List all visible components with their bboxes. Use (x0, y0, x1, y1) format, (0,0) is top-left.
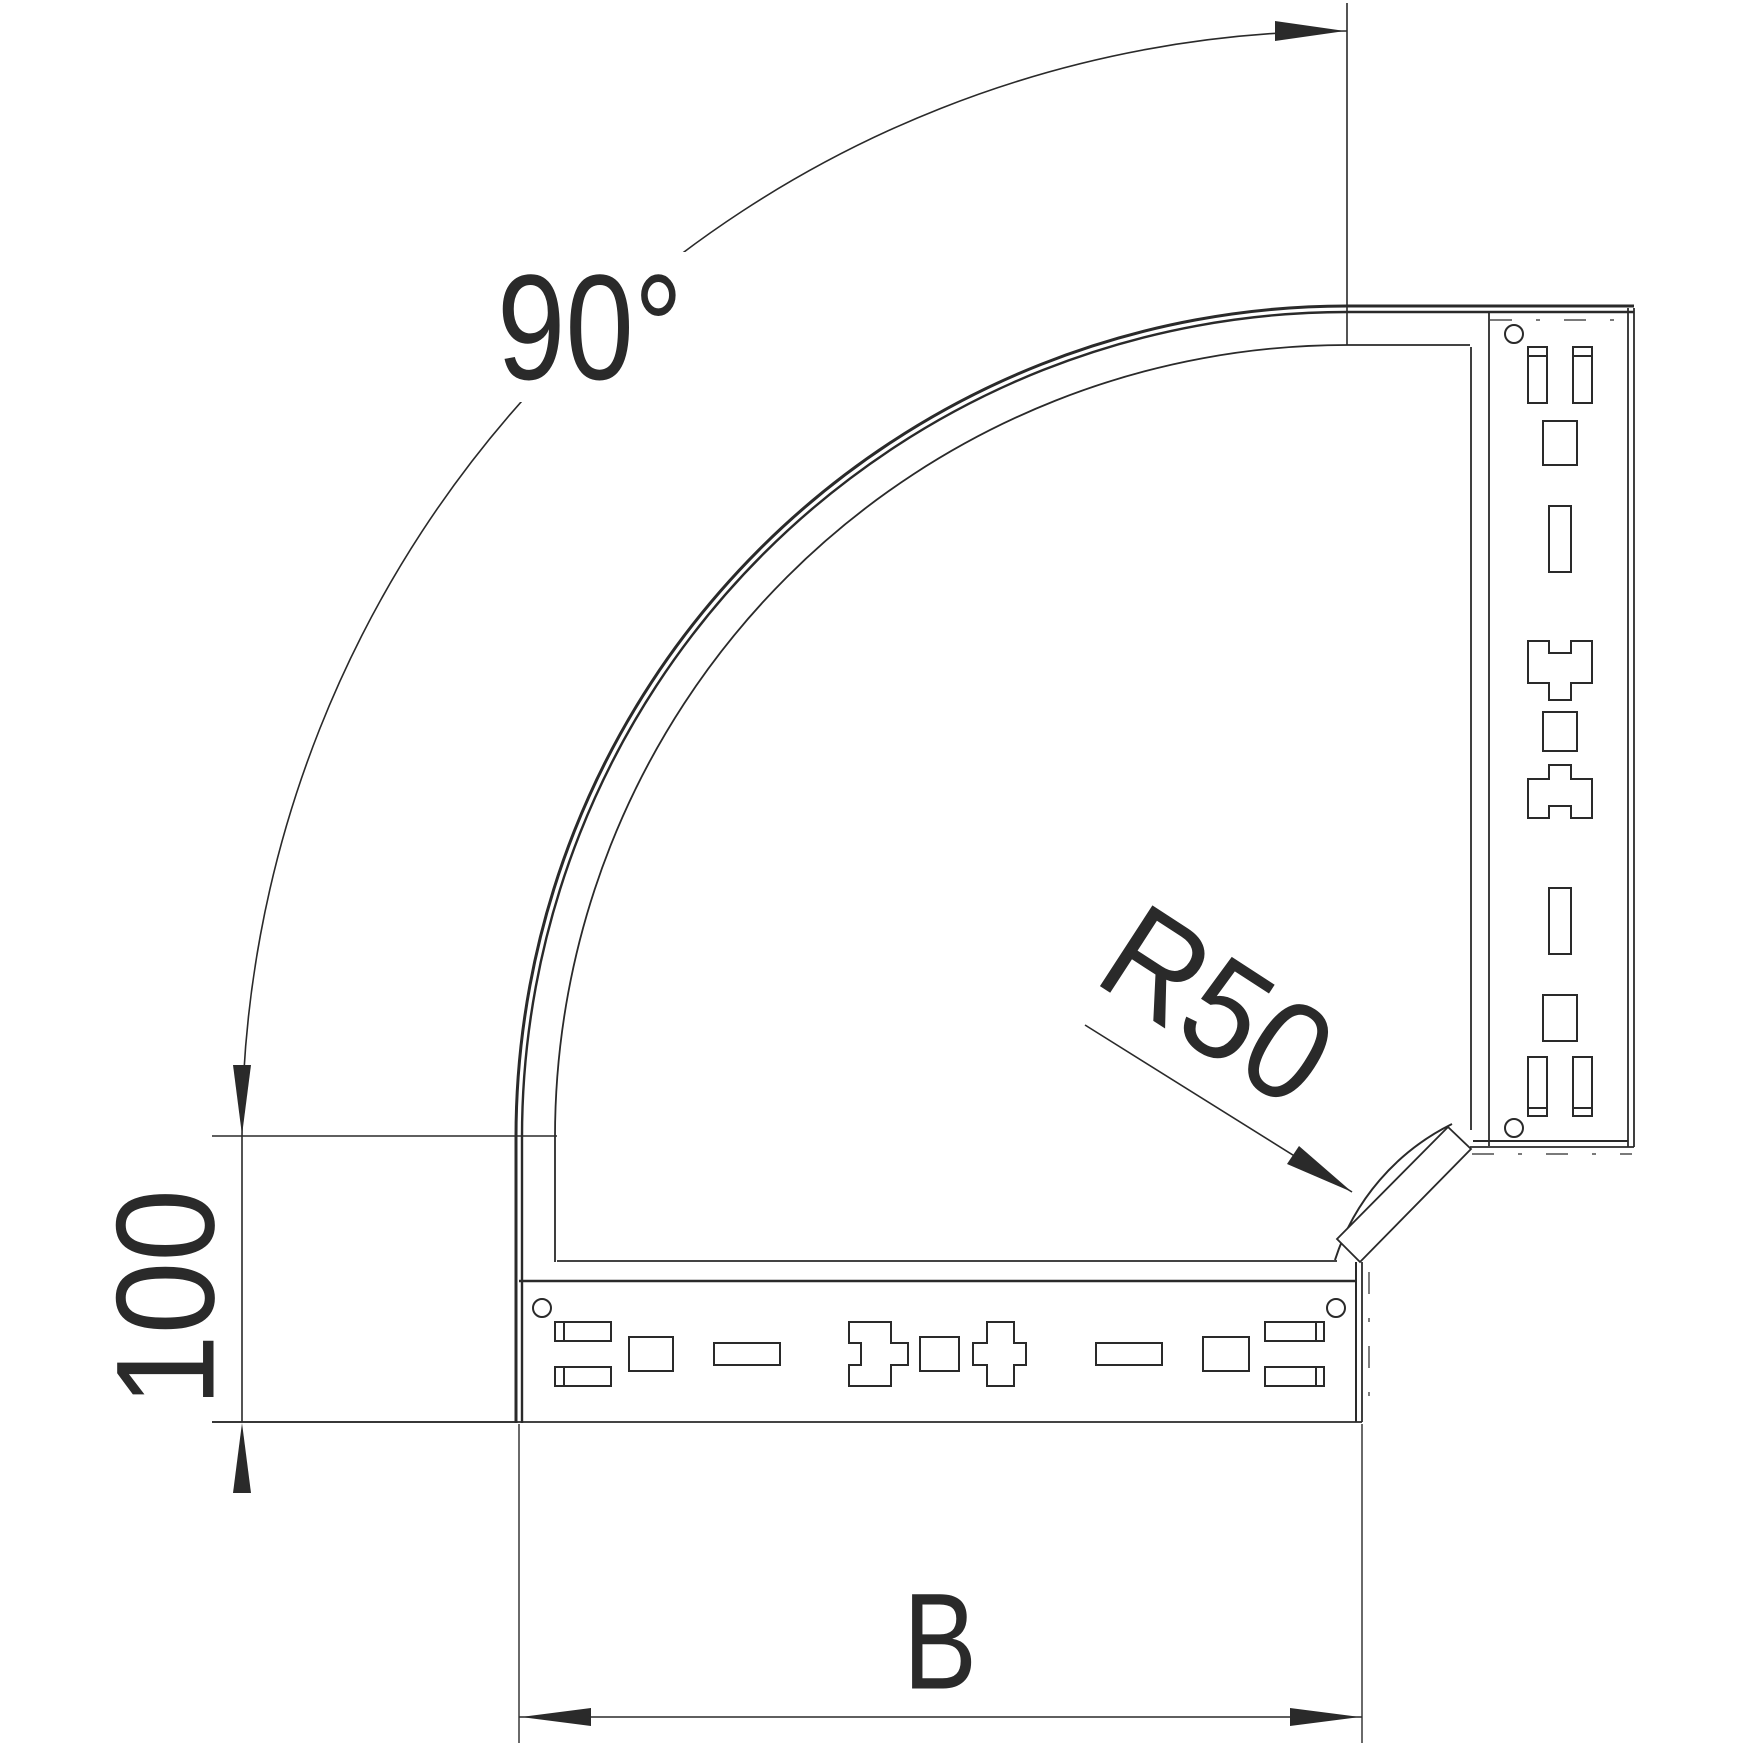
width-label: B (903, 1566, 977, 1719)
t-cutout (848, 1321, 909, 1387)
square-hole (1542, 420, 1578, 466)
outer-edge-line (514, 304, 1634, 1423)
slot (1264, 1321, 1325, 1342)
t-cutout (1527, 640, 1593, 701)
radius-label: R50 (1075, 874, 1362, 1136)
bottom-rail-perforations (532, 1298, 1346, 1387)
square-hole (628, 1336, 674, 1372)
outer-flange-contour (554, 344, 1470, 1262)
square-hole (1542, 711, 1578, 752)
slot (1572, 346, 1593, 404)
tray-body (212, 304, 1635, 1423)
long-slot (713, 1342, 781, 1366)
arrowhead-angle-bottom-icon (233, 1065, 251, 1135)
slot (1264, 1366, 1325, 1387)
slot (1572, 1056, 1593, 1117)
angle-label-mask (478, 252, 704, 402)
slot (1527, 346, 1548, 404)
long-slot (1548, 505, 1572, 573)
right-rail (1470, 308, 1635, 1155)
round-hole (1504, 324, 1524, 344)
arrowhead-radius-icon (1287, 1146, 1352, 1192)
stub-label: 100 (87, 1189, 244, 1407)
t-cutout (972, 1321, 1027, 1387)
slot (554, 1321, 612, 1342)
arrowhead-width-right-icon (1290, 1708, 1360, 1726)
bottom-rail (212, 1262, 1370, 1423)
long-slot (1095, 1342, 1163, 1366)
angle-label: 90° (497, 243, 683, 411)
square-hole (1202, 1336, 1250, 1372)
square-hole (1542, 994, 1578, 1042)
dimension-layer (212, 3, 1363, 1743)
round-hole (1326, 1298, 1346, 1318)
slot (554, 1366, 612, 1387)
long-slot (1548, 887, 1572, 955)
slot (1527, 1056, 1548, 1117)
round-hole (532, 1298, 552, 1318)
t-cutout (1527, 764, 1593, 819)
outer-edge-inner-line (520, 310, 1634, 1423)
arrowhead-angle-top-icon (1275, 21, 1345, 41)
arrowhead-width-left-icon (521, 1708, 591, 1726)
right-rail-perforations (1504, 324, 1593, 1138)
arrowhead-stub-up-icon (233, 1423, 251, 1493)
label-layer: 90° 100 B R50 (87, 243, 1362, 1719)
corner-connector-bar (1335, 1125, 1473, 1264)
round-hole (1504, 1118, 1524, 1138)
square-hole (919, 1336, 960, 1372)
